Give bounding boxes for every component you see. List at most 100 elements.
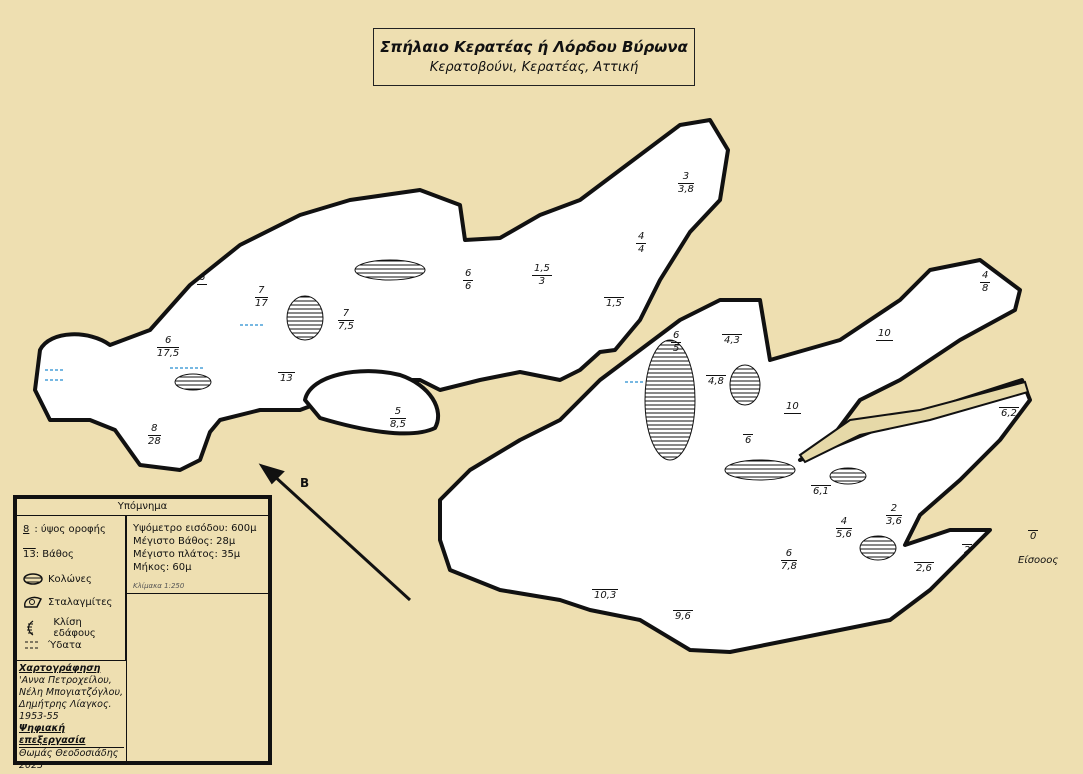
- column-icon: [23, 573, 43, 585]
- ceiling-height: 3: [678, 171, 694, 184]
- depth-value: 17,5: [157, 348, 180, 359]
- depth-label: 1,5: [604, 297, 624, 310]
- column: [859, 535, 897, 561]
- passage-streak: [798, 380, 1030, 464]
- depth-value: 3: [538, 276, 546, 287]
- mapping-name: 'Αννα Πετροχείλου,: [19, 675, 112, 686]
- depth-value: 5,6: [836, 529, 852, 540]
- depth-value: 8,5: [390, 419, 406, 430]
- depth-label: 4,8: [706, 375, 726, 388]
- ceiling-height: 10: [876, 328, 893, 341]
- column: [829, 467, 867, 485]
- ceiling-text: : ύψος οροφής: [34, 524, 106, 535]
- digital-name: Θωμάς Θεοδοσιάδης: [19, 748, 119, 759]
- depth-value: 17: [255, 298, 268, 309]
- column: [286, 295, 324, 341]
- ceiling-height: 6: [463, 268, 474, 281]
- depth-value: 4,3: [722, 334, 742, 346]
- depth-value: 3,6: [886, 516, 902, 527]
- max-width: Μέγιστο πλάτος: 35μ: [133, 549, 241, 560]
- mapping-year: 1953-55: [19, 711, 59, 722]
- ceiling-height: 7: [338, 308, 354, 321]
- stalagmites-text: Σταλαγμίτες: [48, 596, 113, 608]
- cave-lower-lobe: [303, 369, 441, 436]
- ceiling-height: 7: [255, 285, 268, 298]
- depth-text: : Βάθος: [35, 549, 74, 560]
- ceiling-height: 2: [886, 503, 902, 516]
- depth-value: 28: [148, 436, 161, 447]
- map-title: Σπήλαιο Κερατέας ή Λόρδου Βύρωνα: [380, 38, 688, 56]
- ceiling-height: 6: [671, 330, 682, 343]
- ceiling-height: 4: [980, 270, 991, 283]
- depth-label: 2: [962, 544, 973, 557]
- column: [724, 459, 796, 481]
- depth-value: 2,6: [914, 562, 934, 574]
- entrance-altitude: Υψόμετρο εισόδου: 600μ: [133, 523, 257, 534]
- ceiling-height: 8: [148, 423, 161, 436]
- ceiling-height: 4: [636, 231, 647, 244]
- depth-value: 6,2: [999, 407, 1019, 419]
- legend-symbols: 8 : ύψος οροφής 13: Βάθος Κολώνες Σταλαγ…: [17, 516, 126, 661]
- depth-sample: 13: [23, 549, 36, 560]
- depth-value: 7,5: [338, 321, 354, 332]
- north-label: B: [300, 476, 310, 490]
- depth-label: 4,3: [722, 334, 742, 347]
- depth-value: 4: [638, 244, 645, 255]
- map-subtitle: Κερατοβούνι, Κερατέας, Αττική: [429, 60, 639, 75]
- depth-value: 6: [743, 434, 754, 446]
- credits: Χαρτογράφηση 'Αννα Πετροχείλου, Νέλη Μπο…: [17, 661, 126, 774]
- slope-icon: [27, 620, 34, 636]
- depth-value: 7,8: [781, 561, 797, 572]
- water-icon: [25, 641, 39, 649]
- depth-label: 10: [784, 401, 801, 414]
- depth-label: 6: [743, 434, 754, 447]
- depth-value: 0: [1028, 530, 1039, 542]
- depth-label: 0: [1028, 530, 1039, 543]
- length: Μήκος: 60μ: [133, 562, 192, 573]
- max-depth: Μέγιστο Βάθος: 28μ: [133, 536, 236, 547]
- mapping-name: Νέλη Μπογιατζόγλου,: [19, 687, 124, 698]
- depth-value: 3,8: [678, 184, 694, 195]
- ceiling-sample: 8: [23, 524, 30, 535]
- stalagmite-icon: [24, 596, 43, 608]
- water-text: Ύδατα: [48, 639, 82, 651]
- ceiling-height: 5: [390, 406, 406, 419]
- depth-label: 13: [278, 372, 295, 385]
- digital-year: 2023: [19, 760, 44, 771]
- ceiling-height: 10: [784, 401, 801, 414]
- depth-value: 9,6: [673, 610, 693, 622]
- mapping-heading: Χαρτογράφηση: [19, 663, 101, 674]
- depth-value: 13: [278, 372, 295, 384]
- depth-value: 5: [673, 343, 680, 354]
- depth-label: 2,6: [914, 562, 934, 575]
- ceiling-height: 6: [157, 335, 180, 348]
- column: [644, 339, 696, 461]
- depth-value: 6,1: [811, 485, 831, 497]
- ceiling-height: 4: [836, 516, 852, 529]
- column: [729, 364, 761, 406]
- ceiling-height: 6: [197, 272, 208, 285]
- slope-text: Κλίση εδάφους: [53, 617, 96, 639]
- depth-label: 10: [876, 328, 893, 341]
- north-arrow: [258, 463, 412, 602]
- depth-label: 6: [197, 272, 208, 285]
- depth-value: 2: [962, 544, 973, 556]
- legend-info: Υψόμετρο εισόδου: 600μ Μέγιστο Βάθος: 28…: [126, 516, 268, 761]
- depth-value: 8: [982, 283, 989, 294]
- title-box: Σπήλαιο Κερατέας ή Λόρδου Βύρωνα Κερατοβ…: [373, 28, 695, 86]
- depth-value: 4,8: [706, 375, 726, 387]
- depth-label: 9,6: [673, 610, 693, 623]
- column: [354, 259, 426, 281]
